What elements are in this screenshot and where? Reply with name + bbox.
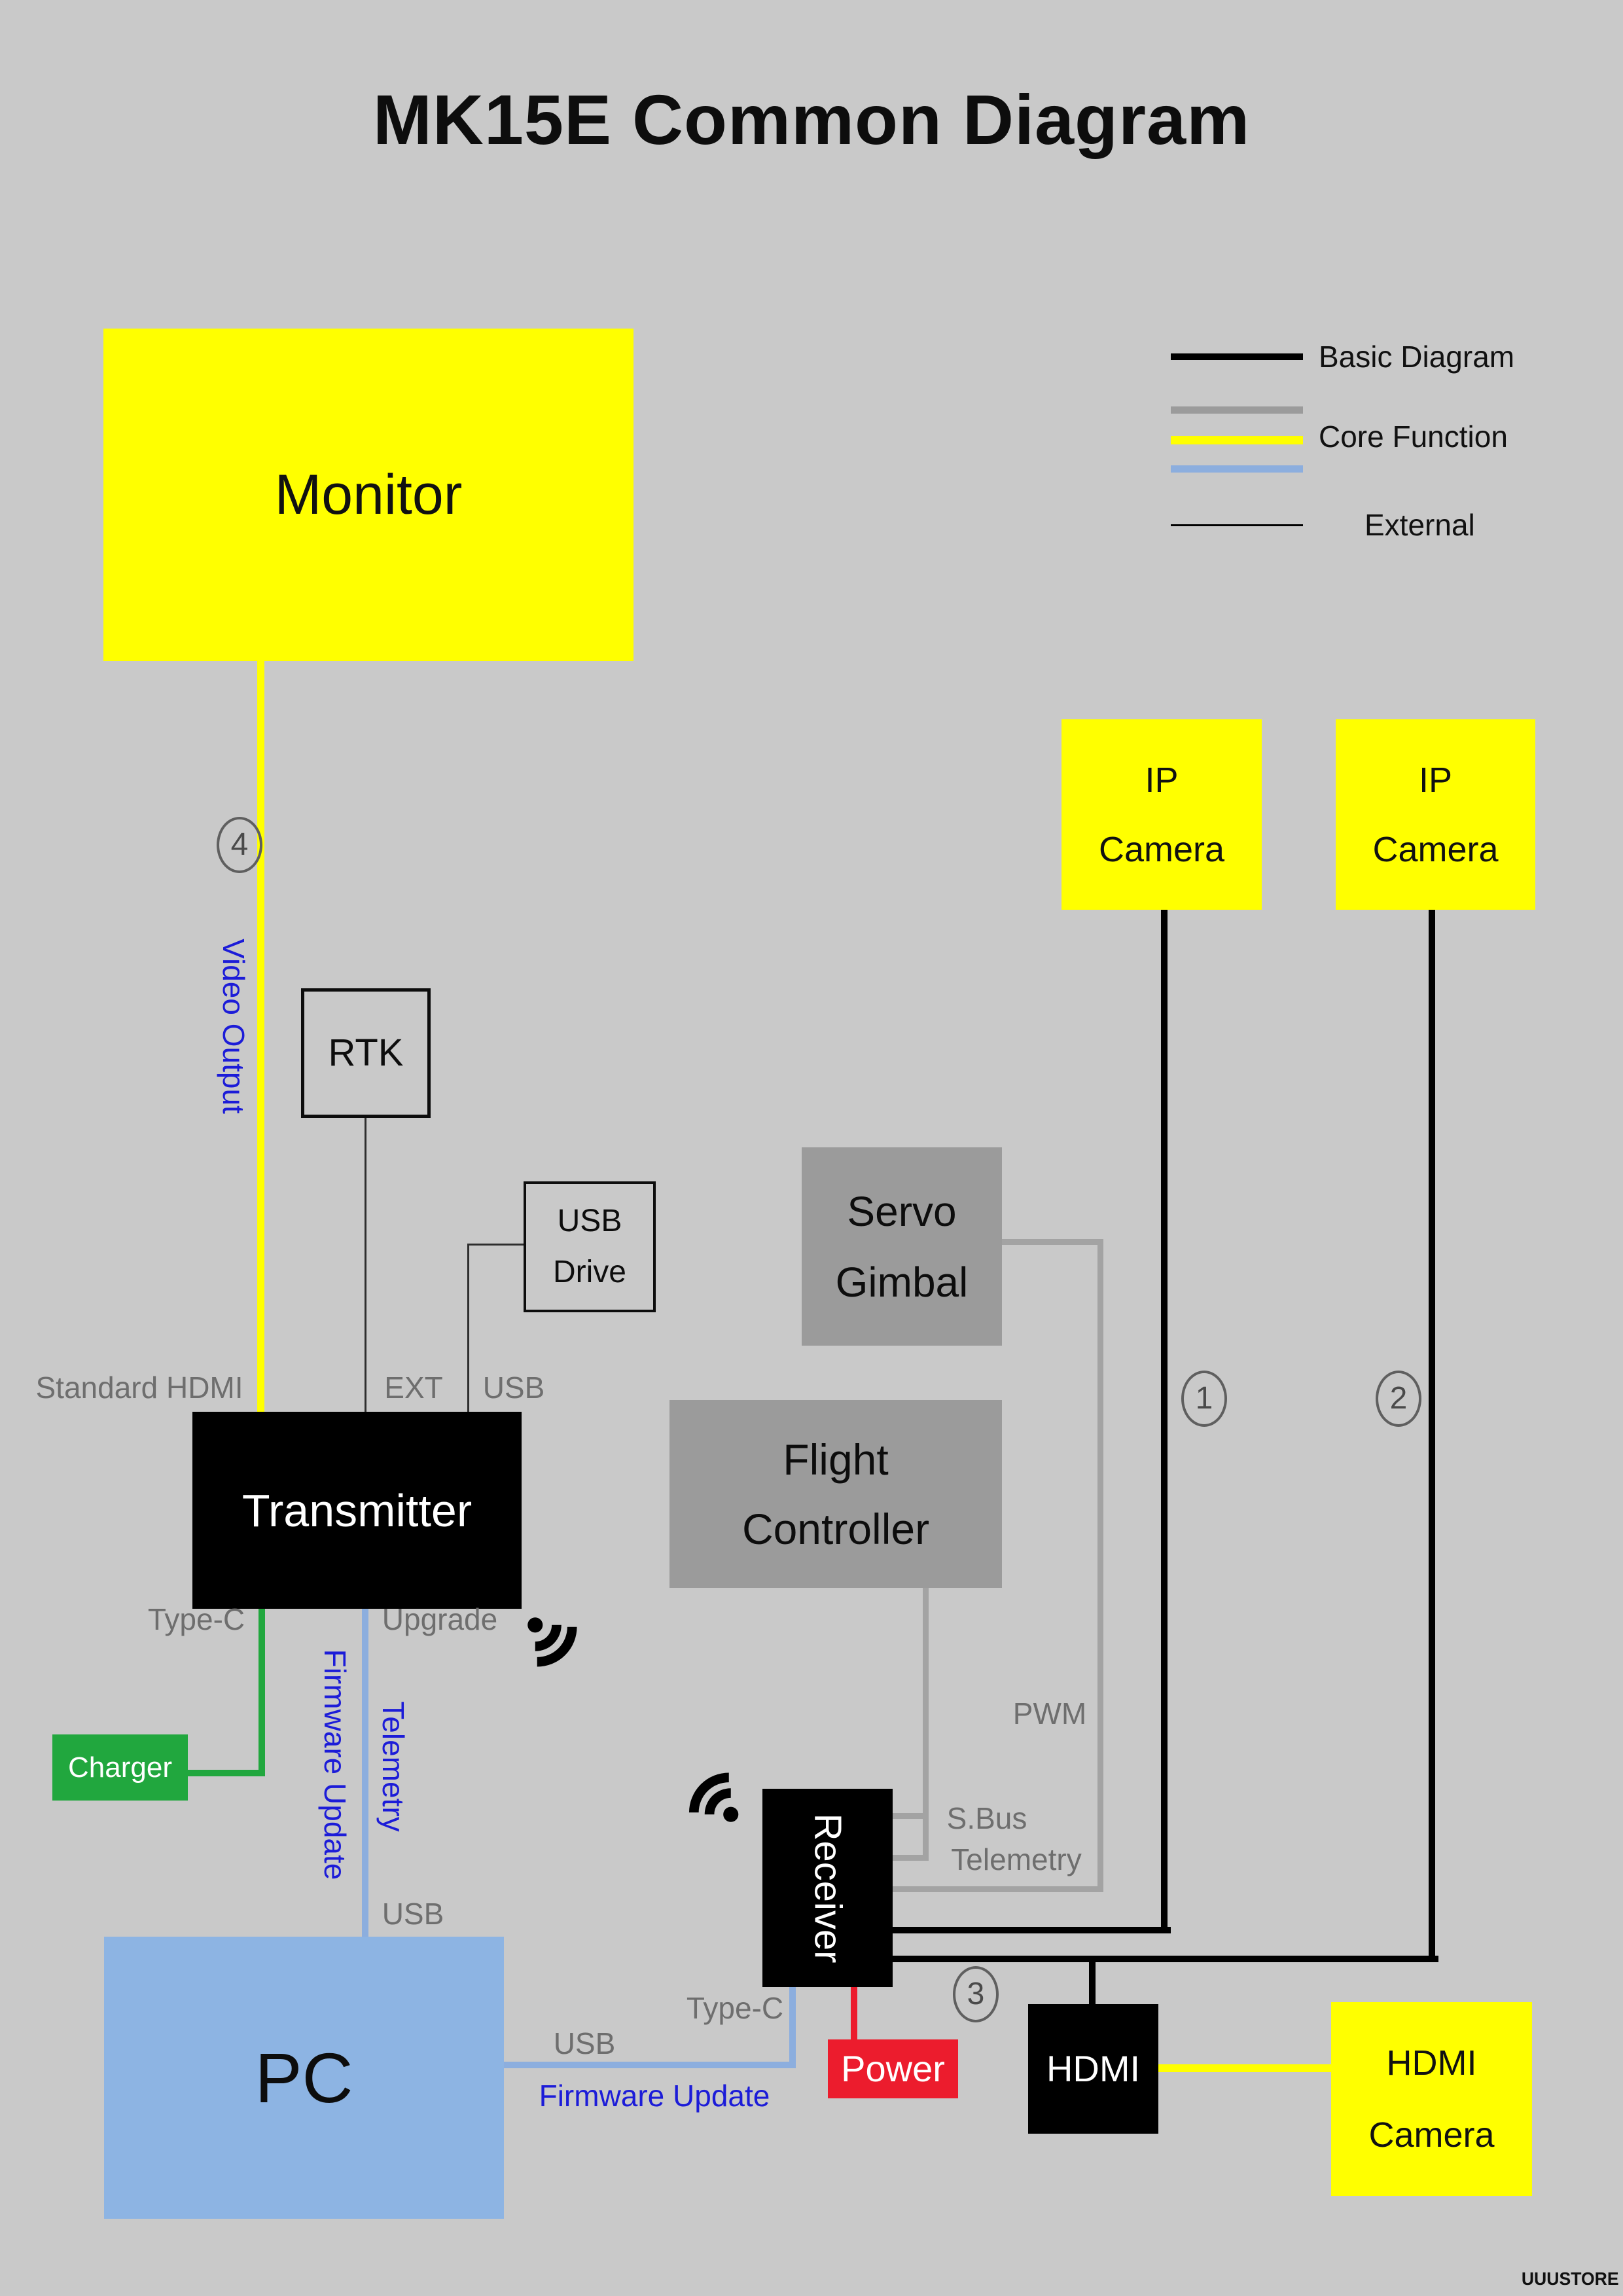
- legend-line-core-blue: [1171, 465, 1303, 473]
- legend-label-core: Core Function: [1319, 420, 1508, 454]
- ip-camera-1-line2: Camera: [1098, 829, 1225, 869]
- wire-firmware-update: [362, 1609, 368, 1937]
- watermark: UUUSTORE: [1522, 2269, 1619, 2289]
- label-telemetry-transmitter: Telemetry: [376, 1701, 410, 1832]
- node-hdmi: HDMI: [1028, 2004, 1158, 2134]
- marker-circle-4: 4: [217, 817, 262, 873]
- node-servo-gimbal: Servo Gimbal: [802, 1147, 1002, 1346]
- label-type-c-receiver: Type-C: [686, 1991, 784, 2025]
- wire-charger-h: [188, 1770, 265, 1776]
- legend-line-external: [1171, 524, 1303, 526]
- wire-ipcam2-h: [893, 1956, 1438, 1962]
- legend-line-basic: [1171, 353, 1303, 360]
- ip-camera-2-line2: Camera: [1372, 829, 1499, 869]
- marker-circle-1: 1: [1181, 1371, 1227, 1427]
- wire-hdmi-camera: [1158, 2064, 1331, 2072]
- node-flight-controller: Flight Controller: [669, 1400, 1002, 1588]
- node-power: Power: [828, 2039, 958, 2098]
- wire-ipcam1-h: [893, 1927, 1171, 1933]
- label-standard-hdmi: Standard HDMI: [35, 1371, 243, 1405]
- wire-servo-v: [1097, 1239, 1103, 1892]
- node-charger: Charger: [52, 1734, 188, 1801]
- servo-gimbal-line2: Gimbal: [835, 1258, 969, 1306]
- label-type-c-transmitter: Type-C: [147, 1602, 245, 1636]
- label-sbus: S.Bus: [946, 1801, 1027, 1835]
- wifi-icon-transmitter: [504, 1594, 602, 1692]
- legend-label-external: External: [1364, 508, 1475, 542]
- hdmi-camera-line1: HDMI: [1386, 2043, 1477, 2083]
- label-telemetry-receiver: Telemetry: [951, 1842, 1082, 1876]
- wire-telemetry-stub: [893, 1855, 929, 1861]
- label-usb-pc-right: USB: [553, 2026, 616, 2060]
- wire-pc-receiver-v: [789, 1987, 796, 2068]
- hdmi-label: HDMI: [1046, 2048, 1141, 2089]
- marker-3-text: 3: [967, 1977, 985, 2011]
- label-upgrade: Upgrade: [382, 1602, 498, 1636]
- node-rtk: RTK: [301, 988, 431, 1118]
- label-firmware-update-pc: Firmware Update: [539, 2079, 770, 2113]
- usb-drive-line2: Drive: [552, 1255, 626, 1289]
- marker-circle-2: 2: [1376, 1371, 1421, 1427]
- node-ip-camera-2: IP Camera: [1336, 719, 1535, 910]
- page-title: MK15E Common Diagram: [372, 80, 1251, 159]
- flight-controller-line1: Flight: [783, 1435, 889, 1484]
- wire-usb-drive-v: [467, 1244, 469, 1412]
- wire-charger-v: [259, 1609, 265, 1776]
- marker-circle-3: 3: [953, 1966, 999, 2022]
- monitor-label: Monitor: [274, 463, 463, 526]
- wire-ipcam1-v: [1161, 910, 1168, 1933]
- pc-label: PC: [255, 2037, 353, 2117]
- marker-1-text: 1: [1195, 1381, 1213, 1416]
- flight-controller-line2: Controller: [741, 1504, 930, 1553]
- node-hdmi-camera: HDMI Camera: [1331, 2002, 1532, 2196]
- node-usb-drive: USB Drive: [524, 1181, 656, 1312]
- power-label: Power: [841, 2048, 945, 2089]
- node-monitor: Monitor: [103, 329, 633, 661]
- node-transmitter: Transmitter: [192, 1412, 522, 1609]
- transmitter-label: Transmitter: [241, 1484, 473, 1536]
- wire-ipcam2-v: [1429, 910, 1435, 1962]
- node-pc: PC: [104, 1937, 504, 2219]
- node-ip-camera-1: IP Camera: [1061, 719, 1262, 910]
- label-usb-pc-top: USB: [382, 1897, 444, 1931]
- wire-sbus-stub: [893, 1813, 929, 1819]
- wire-receiver-power: [851, 1987, 857, 2039]
- usb-drive-line1: USB: [557, 1204, 622, 1238]
- marker-2-text: 2: [1389, 1381, 1408, 1416]
- wifi-icon-receiver: [664, 1748, 762, 1846]
- charger-label: Charger: [68, 1751, 172, 1784]
- receiver-label: Receiver: [806, 1813, 849, 1963]
- legend-line-core-gray: [1171, 406, 1303, 414]
- servo-gimbal-line1: Servo: [847, 1187, 957, 1235]
- rtk-label: RTK: [328, 1031, 404, 1074]
- node-receiver: Receiver: [762, 1789, 893, 1987]
- hdmi-camera-line2: Camera: [1368, 2115, 1495, 2155]
- wire-rtk-ext: [365, 1118, 366, 1412]
- wire-servo-h: [1002, 1239, 1103, 1245]
- label-pwm: PWM: [1012, 1696, 1087, 1731]
- label-video-output: Video Output: [217, 939, 251, 1114]
- wire-pwm-h: [893, 1886, 1103, 1892]
- label-usb-transmitter: USB: [482, 1371, 545, 1405]
- wire-usb-drive-h: [467, 1244, 524, 1246]
- label-firmware-update-transmitter: Firmware Update: [318, 1649, 352, 1880]
- legend-label-basic: Basic Diagram: [1319, 340, 1515, 374]
- ip-camera-2-line1: IP: [1418, 760, 1453, 800]
- legend-line-core-yellow: [1171, 436, 1303, 444]
- marker-4-text: 4: [230, 827, 249, 862]
- ip-camera-1-line1: IP: [1145, 760, 1179, 800]
- wire-hdmi-branch: [1089, 1956, 1096, 2004]
- label-ext: EXT: [384, 1371, 443, 1405]
- wire-pc-receiver-h: [504, 2062, 796, 2068]
- wire-fc-receiver-v: [923, 1588, 929, 1861]
- wire-video-output: [257, 661, 264, 1412]
